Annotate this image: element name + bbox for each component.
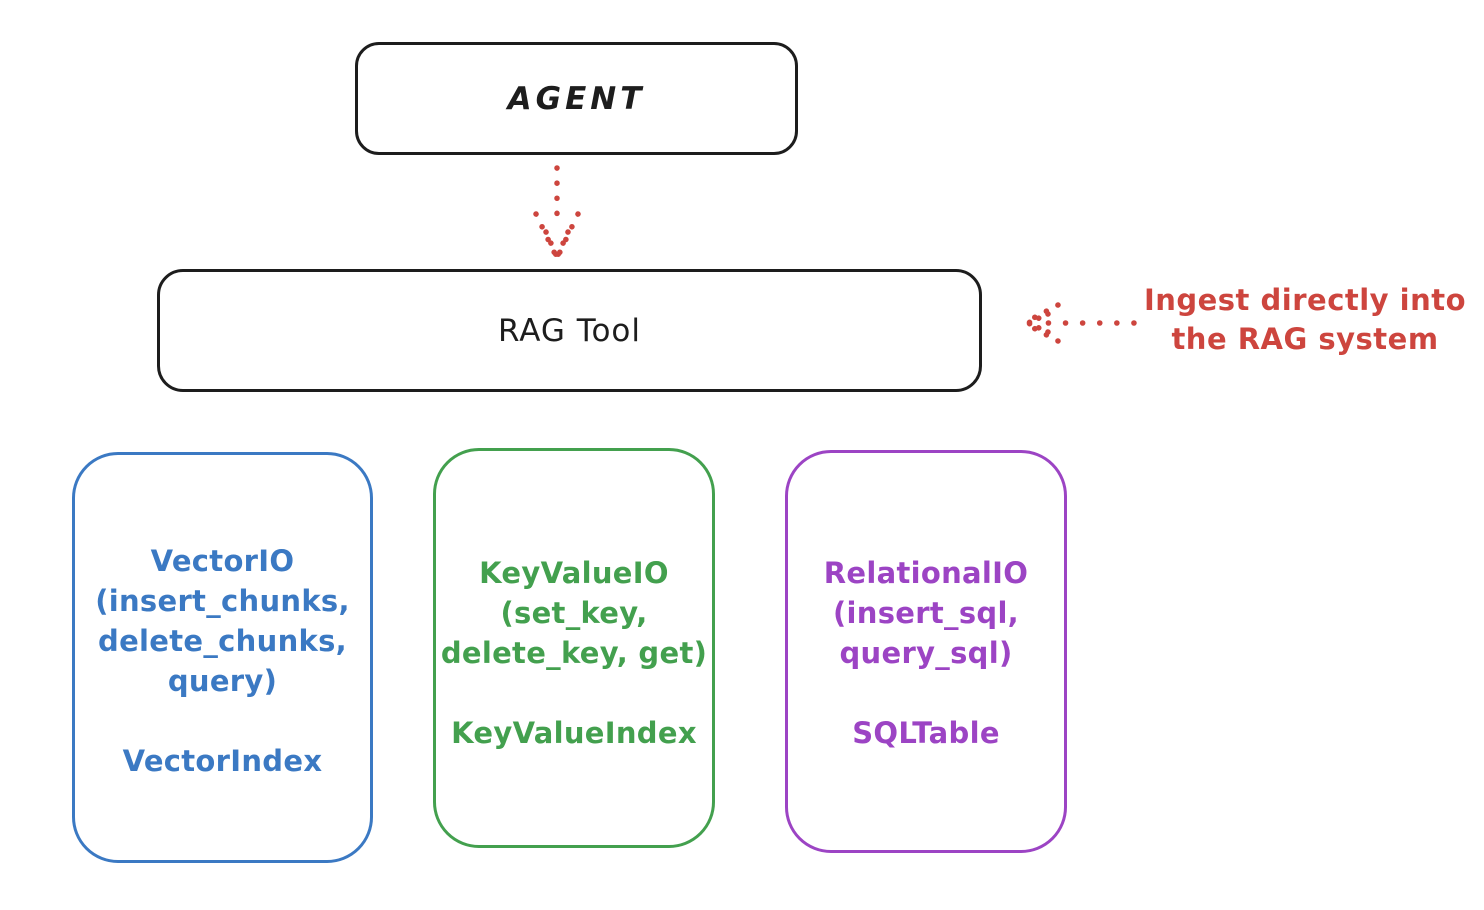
backend-keyvalue-io-methods-1: (set_key, <box>500 596 648 630</box>
backend-vector-io: VectorIO (insert_chunks, delete_chunks, … <box>72 452 373 863</box>
backend-keyvalue-io: KeyValueIO (set_key, delete_key, get) Ke… <box>433 448 715 848</box>
ingest-annotation: Ingest directly into the RAG system <box>1140 281 1470 359</box>
ingest-annotation-line1: Ingest directly into <box>1143 283 1467 317</box>
ingest-into-rag-arrow-icon <box>1021 302 1137 344</box>
backend-keyvalue-io-methods-2: delete_key, get) <box>440 636 708 670</box>
backend-vector-io-methods-1: (insert_chunks, <box>95 584 350 618</box>
agent-label: AGENT <box>507 80 646 117</box>
backend-relational-io-index-label: SQLTable <box>852 716 1000 750</box>
backend-relational-io-methods-1: (insert_sql, <box>832 596 1019 630</box>
backend-relational-io: RelationalIO (insert_sql, query_sql) SQL… <box>785 450 1067 853</box>
ingest-annotation-line2: the RAG system <box>1171 322 1439 356</box>
rag-tool-node: RAG Tool <box>157 269 982 392</box>
agent-to-rag-arrow-icon <box>533 165 581 260</box>
backend-keyvalue-io-index-label: KeyValueIndex <box>451 716 697 750</box>
agent-node: AGENT <box>355 42 798 155</box>
backend-vector-io-methods-3: query) <box>167 664 278 698</box>
rag-tool-label: RAG Tool <box>497 312 642 349</box>
backend-relational-io-methods-2: query_sql) <box>839 636 1013 670</box>
backend-vector-io-methods-2: delete_chunks, <box>98 624 347 658</box>
backend-relational-io-title: RelationalIO <box>823 556 1029 590</box>
backend-vector-io-title: VectorIO <box>150 544 295 578</box>
backend-vector-io-index-label: VectorIndex <box>122 744 323 778</box>
backend-keyvalue-io-title: KeyValueIO <box>479 556 669 590</box>
